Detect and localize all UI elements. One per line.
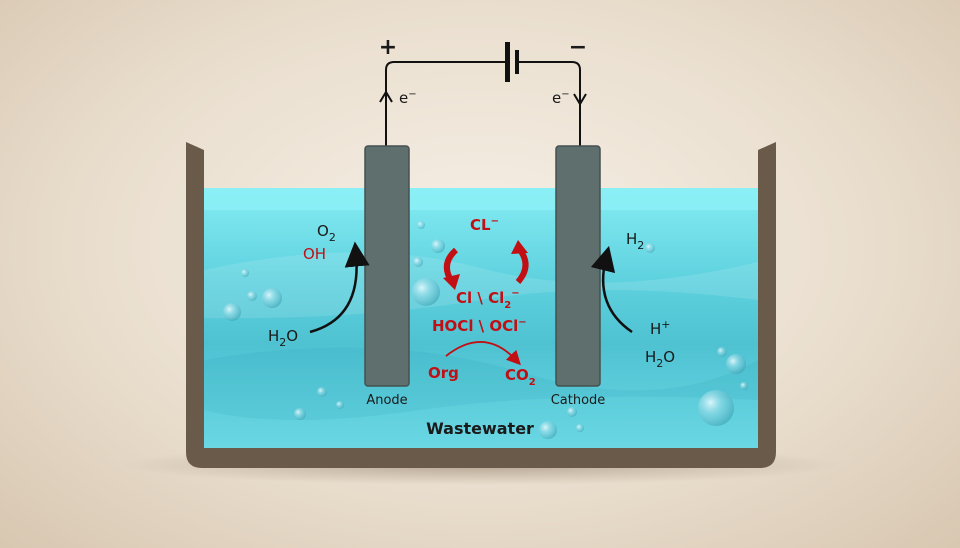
hypochlorite-label: HOCl \ OCl−: [432, 317, 527, 335]
water-surface: [204, 188, 758, 210]
negative-terminal: −: [569, 35, 587, 60]
wastewater-label: Wastewater: [426, 419, 534, 438]
co2-label: CO2: [505, 366, 536, 388]
circuit-wire: [385, 61, 581, 148]
chlorine-label: Cl \ Cl2−: [456, 288, 520, 311]
oxidation-arrow: [445, 341, 521, 366]
organic-label: Org: [428, 364, 459, 382]
anode-electrode: [364, 145, 410, 387]
anode-label: Anode: [366, 393, 407, 408]
anode-oh: OH: [303, 245, 326, 263]
electron-down-arrow-icon: [573, 93, 587, 106]
electron-label-right: e−: [552, 89, 570, 107]
red-arrowhead-left: [443, 274, 460, 290]
cathode-label: Cathode: [551, 393, 606, 408]
cathode-reaction-arrow: [590, 245, 633, 334]
cathode-h2: H2: [626, 230, 644, 252]
red-arrowhead-right: [511, 240, 528, 254]
cathode-electrode: [555, 145, 601, 387]
cathode-hplus: H+: [650, 318, 671, 338]
water-wave: [204, 347, 758, 420]
battery-icon: [505, 42, 519, 82]
anode-h2o: H2O: [268, 327, 298, 349]
anode-reaction-arrow: [309, 241, 370, 334]
positive-terminal: +: [379, 35, 397, 60]
water-wave: [204, 252, 758, 319]
electron-up-arrow-icon: [379, 90, 393, 103]
electron-label-left: e−: [399, 89, 417, 107]
chloride-label: CL−: [470, 216, 499, 234]
anode-o2: O2: [317, 222, 336, 244]
cathode-h2o: H2O: [645, 348, 675, 370]
water: [204, 188, 758, 448]
bubbles: [223, 221, 748, 439]
